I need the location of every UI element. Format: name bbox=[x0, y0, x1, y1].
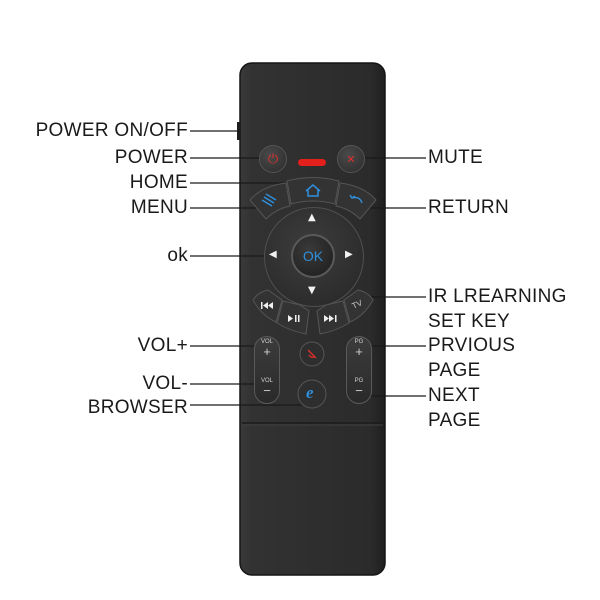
vol-plus-caption: VOL bbox=[260, 339, 273, 345]
label-browser: BROWSER bbox=[87, 397, 188, 418]
label-ir-learning-line2: SET KEY bbox=[428, 311, 511, 332]
label-return: RETURN bbox=[428, 197, 509, 218]
mute-button[interactable]: ✕ bbox=[337, 145, 365, 173]
dpad-right-arrow[interactable]: ▶ bbox=[345, 249, 353, 260]
power-button[interactable]: ⏻ bbox=[259, 145, 287, 173]
label-vol-plus: VOL+ bbox=[137, 335, 188, 356]
dpad-up-arrow[interactable]: ▲ bbox=[308, 212, 316, 223]
ir-learning-icon bbox=[307, 349, 317, 359]
pg-minus-caption: PG bbox=[354, 378, 364, 384]
home-button[interactable] bbox=[286, 177, 340, 205]
label-ok: ok bbox=[167, 245, 188, 266]
menu-icon bbox=[261, 193, 277, 207]
remote-body bbox=[239, 62, 386, 576]
dpad-left-arrow[interactable]: ◀ bbox=[269, 249, 277, 260]
fast-forward-icon bbox=[324, 315, 337, 322]
page-rocker[interactable] bbox=[346, 336, 372, 404]
pg-plus-sign[interactable]: + bbox=[355, 344, 363, 359]
label-next-page-line1: NEXT bbox=[428, 385, 480, 406]
ok-button-label: OK bbox=[302, 248, 324, 264]
return-icon bbox=[349, 194, 363, 204]
label-power: POWER bbox=[114, 147, 188, 168]
label-mute: MUTE bbox=[428, 147, 484, 168]
label-menu: MENU bbox=[130, 197, 188, 218]
browser-icon: e bbox=[306, 383, 314, 402]
label-previous-page-line1: PRVIOUS bbox=[428, 335, 516, 356]
label-previous-page-line2: PAGE bbox=[428, 360, 481, 381]
home-icon bbox=[305, 184, 321, 197]
rewind-icon bbox=[261, 302, 273, 309]
pg-plus-caption: PG bbox=[354, 339, 364, 345]
dpad-down-arrow[interactable]: ▼ bbox=[308, 285, 316, 296]
mute-icon: ✕ bbox=[346, 152, 356, 166]
ir-learning-tv-button[interactable] bbox=[343, 289, 374, 323]
label-ir-learning-line1: IR LREARNING bbox=[428, 286, 567, 307]
fast-forward-button[interactable] bbox=[316, 300, 350, 335]
label-home: HOME bbox=[129, 172, 188, 193]
vol-plus-sign[interactable]: + bbox=[263, 344, 271, 359]
volume-rocker[interactable] bbox=[254, 336, 280, 404]
label-vol-minus: VOL- bbox=[142, 373, 188, 394]
vol-minus-sign[interactable]: − bbox=[263, 383, 271, 398]
label-power-on-off: POWER ON/OFF bbox=[35, 120, 188, 141]
play-pause-icon bbox=[288, 315, 300, 322]
vol-minus-caption: VOL bbox=[260, 378, 273, 384]
pg-minus-sign[interactable]: − bbox=[355, 383, 363, 398]
return-button[interactable] bbox=[335, 182, 377, 220]
label-next-page-line2: PAGE bbox=[428, 410, 481, 431]
power-icon: ⏻ bbox=[267, 151, 279, 167]
browser-button[interactable] bbox=[297, 379, 327, 409]
leader-lines bbox=[190, 130, 426, 406]
status-led bbox=[298, 159, 326, 166]
ok-button[interactable]: OK bbox=[291, 234, 335, 278]
play-pause-button[interactable] bbox=[276, 300, 310, 335]
